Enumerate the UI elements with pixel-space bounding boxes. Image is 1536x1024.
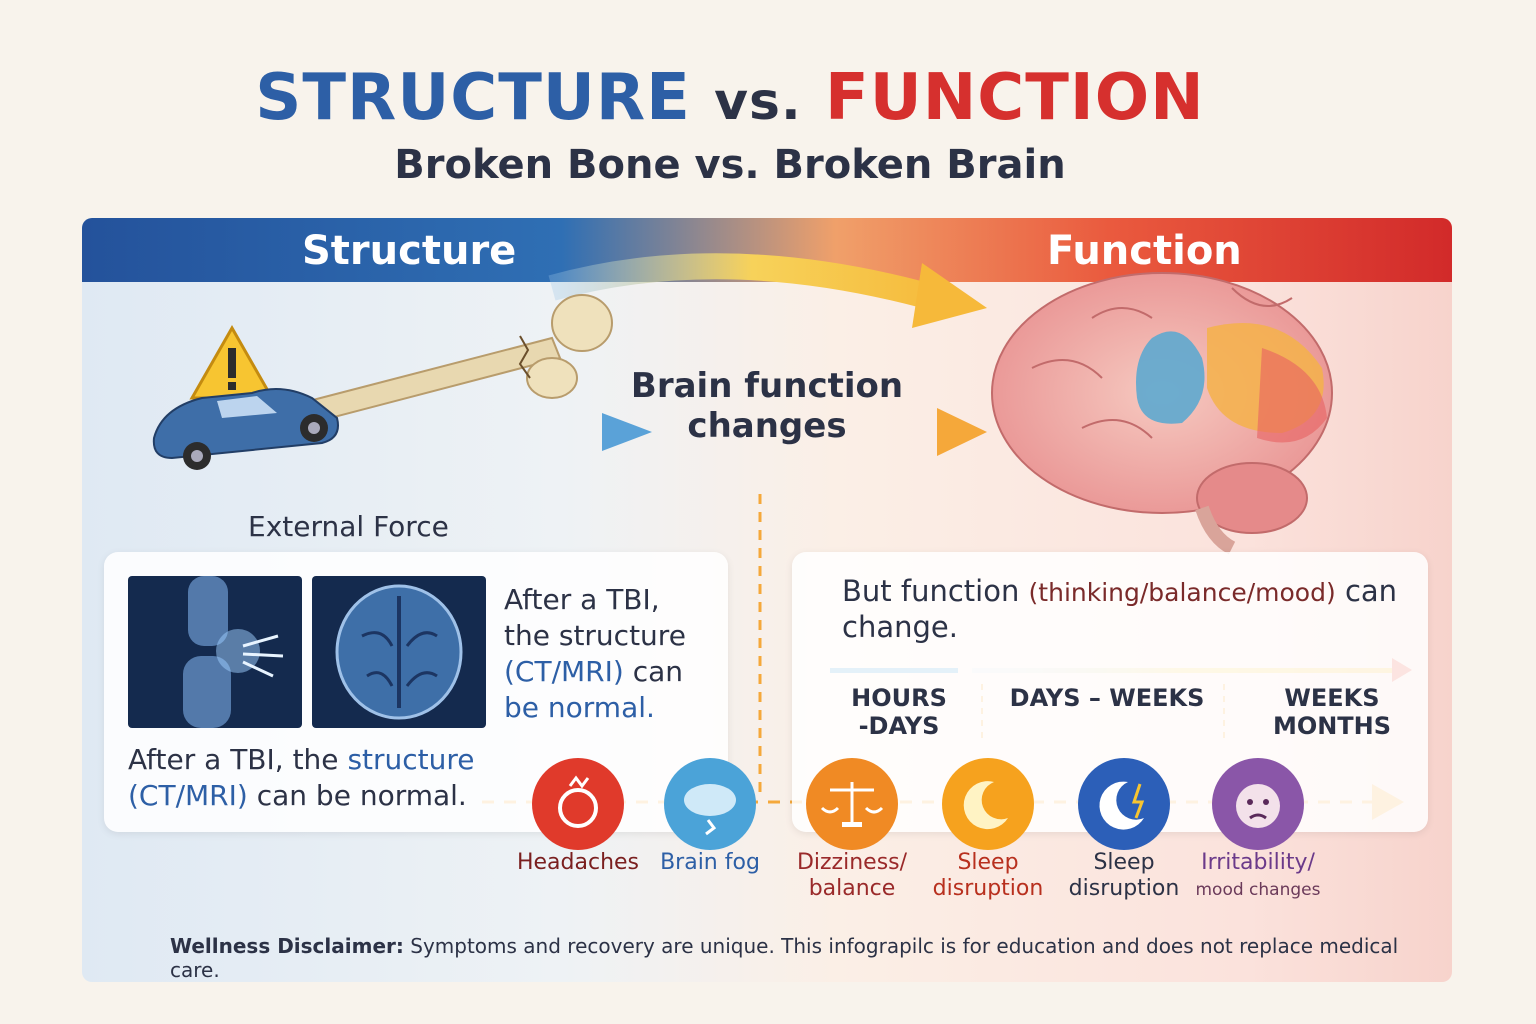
tbi-side-can: can	[632, 655, 684, 688]
tbi-bottom-ctmri: (CT/MRI)	[128, 779, 248, 812]
header-structure: Structure	[302, 228, 517, 274]
tbi-bottom-normal: can be normal.	[256, 779, 467, 812]
symptom-label-brain-fog: Brain fog	[660, 850, 760, 875]
brain-function-changes-label: Brain function changes	[630, 366, 904, 446]
tbi-side-line1: After a TBI,	[504, 583, 660, 616]
symptom-label-headaches: Headaches	[516, 850, 640, 875]
top-arrow-head	[912, 263, 987, 328]
function-text-2: can change.	[842, 574, 1398, 644]
tbi-bottom-structure: structure	[347, 743, 475, 776]
function-text-paren: (thinking/balance/mood)	[1028, 578, 1336, 607]
symptom-label-dizziness: Dizziness/ balance	[796, 850, 908, 901]
bone-illustration	[280, 294, 613, 430]
irritability-label: Irritability/	[1201, 850, 1315, 875]
main-title: STRUCTURE vs. FUNCTION	[0, 62, 1460, 138]
symptom-label-sleep-2: Sleep disruption	[1068, 850, 1180, 901]
function-change-text: But function (thinking/balance/mood) can…	[842, 574, 1402, 644]
car-icon	[152, 388, 339, 470]
warning-icon	[189, 324, 275, 400]
brain-scan-image	[312, 576, 486, 728]
title-vs: vs.	[714, 72, 802, 132]
tbi-side-ctmri: (CT/MRI)	[504, 655, 624, 688]
external-force-label: External Force	[248, 510, 449, 543]
mid-arrow-head	[602, 413, 652, 451]
tbi-side-line2: the structure	[504, 619, 686, 652]
tbi-side-text: After a TBI, the structure (CT/MRI) can …	[504, 582, 714, 726]
moon-lightning-icon	[1078, 758, 1170, 850]
cloud-brain-icon	[664, 758, 756, 850]
symptom-label-irritability: Irritability/ mood changes	[1183, 850, 1333, 903]
function-text-1: But function	[842, 574, 1020, 608]
header-function: Function	[1047, 228, 1242, 274]
tbi-side-normal: be normal.	[504, 691, 655, 724]
tbi-bottom-line1: After a TBI, the	[128, 743, 339, 776]
bottom-arrow-head	[937, 408, 987, 456]
tbi-bottom-text: After a TBI, the structure (CT/MRI) can …	[128, 742, 508, 814]
timeline-hours-days: HOURS -DAYS	[851, 684, 947, 740]
title-structure: STRUCTURE	[255, 61, 691, 135]
brain-illustration	[991, 272, 1333, 555]
wellness-disclaimer: Wellness Disclaimer: Symptoms and recove…	[170, 934, 1452, 982]
disclaimer-text: Symptoms and recovery are unique. This i…	[170, 934, 1399, 982]
mood-changes-label: mood changes	[1195, 880, 1321, 900]
upset-face-icon	[1212, 758, 1304, 850]
balance-scale-icon	[806, 758, 898, 850]
subtitle: Broken Bone vs. Broken Brain	[394, 142, 1066, 188]
main-panel: Structure Function	[82, 218, 1452, 982]
structure-card: After a TBI, the structure (CT/MRI) can …	[104, 552, 728, 832]
title-function: FUNCTION	[825, 61, 1205, 135]
timeline-days-weeks: DAYS – WEEKS	[1009, 684, 1205, 712]
disclaimer-heading: Wellness Disclaimer:	[170, 934, 404, 958]
flow-arrows	[152, 253, 1412, 820]
headache-icon	[532, 758, 624, 850]
knee-xray-image	[128, 576, 302, 728]
moon-icon	[942, 758, 1034, 850]
timeline-weeks-months: WEEKS MONTHS	[1272, 684, 1392, 740]
title-block: STRUCTURE vs. FUNCTION Broken Bone vs. B…	[0, 62, 1460, 188]
top-arrow	[548, 253, 956, 316]
symptom-label-sleep-1: Sleep disruption	[932, 850, 1044, 901]
